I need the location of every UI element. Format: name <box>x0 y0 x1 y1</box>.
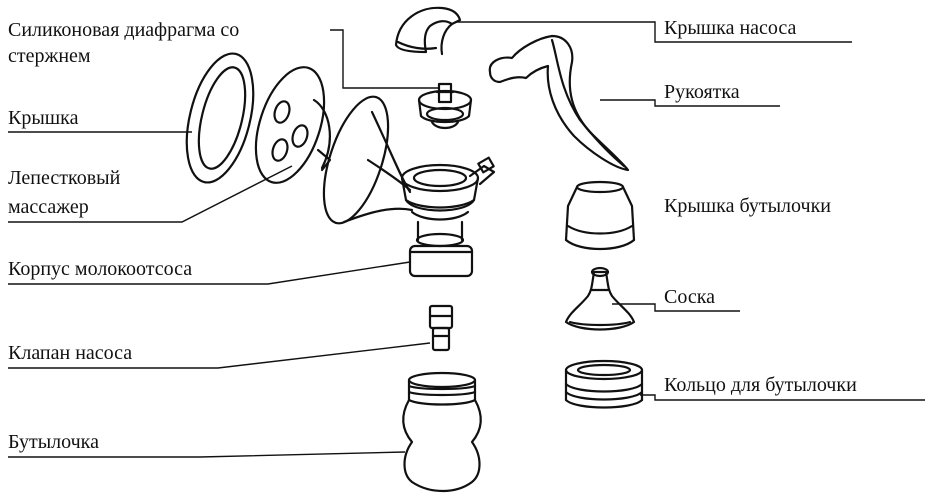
label-petal-line1: Лепестковый <box>8 167 121 189</box>
leader-bottle-ring <box>640 394 925 401</box>
label-handle: Рукоятка <box>664 81 740 103</box>
label-valve: Клапан насоса <box>8 342 133 364</box>
label-bottle: Бутылочка <box>8 431 99 453</box>
label-petal-line2: массажер <box>8 196 89 218</box>
nipple-drawing <box>564 266 636 331</box>
valve-drawing <box>428 304 454 352</box>
bottle-drawing <box>402 371 482 492</box>
leader-lines <box>8 21 925 458</box>
label-cover: Крышка <box>8 107 79 129</box>
leader-valve <box>8 342 431 369</box>
leader-body <box>8 261 411 285</box>
cover-drawing <box>185 52 255 184</box>
label-body: Корпус молокоотсоса <box>8 258 193 280</box>
label-diaphragm-line2: стержнем <box>8 45 91 67</box>
label-bottle-cap: Крышка бутылочки <box>664 195 832 217</box>
pump-cap-drawing <box>394 6 462 56</box>
leader-nipple <box>612 303 740 312</box>
leader-diaphragm <box>330 29 440 89</box>
pump-body-drawing <box>400 156 496 278</box>
label-diaphragm-line1: Силиконовая диафрагма со <box>8 19 240 41</box>
leader-bottle <box>8 451 406 458</box>
bottle-ring-drawing <box>564 359 644 409</box>
petal-massager-drawing <box>254 66 332 184</box>
label-bottle-ring: Кольцо для бутылочки <box>664 374 857 396</box>
leader-handle <box>600 99 780 107</box>
funnel-drawing <box>322 95 414 225</box>
label-pump-cap: Крышка насоса <box>664 17 797 39</box>
diaphragm-drawing <box>417 82 473 130</box>
leader-pump-cap <box>455 21 852 43</box>
bottle-cap-drawing <box>564 180 636 250</box>
label-nipple: Соска <box>664 286 716 308</box>
leader-petal <box>8 165 293 223</box>
handle-drawing <box>488 34 630 172</box>
